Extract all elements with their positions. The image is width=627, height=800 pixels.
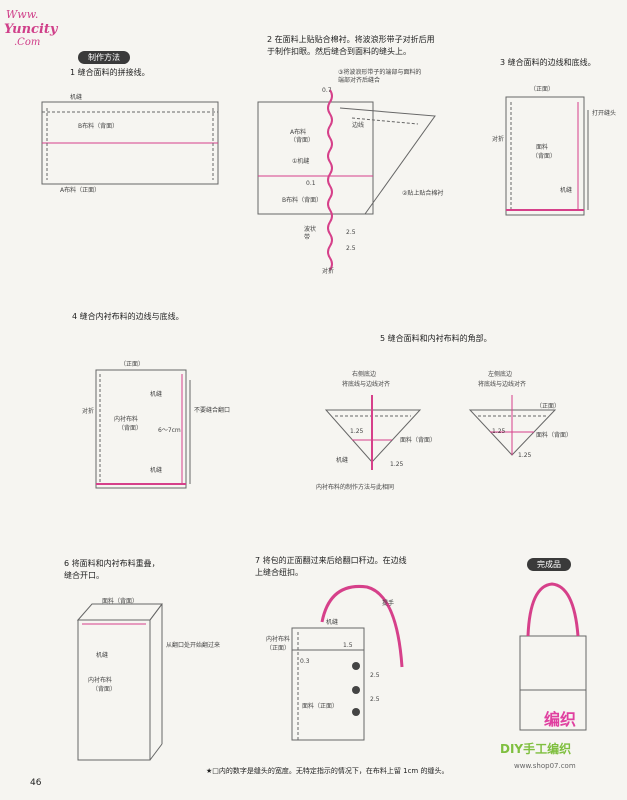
d7-jifeng: 机缝 bbox=[326, 619, 339, 626]
step-1-text: 1 缝合面料的拼接线。 bbox=[70, 68, 150, 77]
d2-07: 0.7 bbox=[322, 87, 332, 94]
logo-line-3: .Com bbox=[14, 37, 41, 48]
d7-25a: 2.5 bbox=[370, 672, 380, 679]
d2-dai: 带 bbox=[304, 234, 311, 241]
d5-zheng: （正面） bbox=[536, 403, 561, 410]
finished-handle bbox=[526, 582, 580, 637]
d4-duizhe: 对折 bbox=[82, 408, 95, 415]
d6-jifeng: 机缝 bbox=[96, 652, 109, 659]
d5-left-title: 左侧底边 bbox=[488, 371, 513, 378]
d2-panel bbox=[257, 101, 374, 215]
d3-jifeng: 机缝 bbox=[560, 187, 573, 194]
d2-a-side: （背面） bbox=[290, 137, 315, 144]
footer-note: ★□内的数字是缝头的宽度。无特定指示的情况下，在布料上留 1cm 的缝头。 bbox=[206, 767, 449, 775]
d5-right-sub: 将底线与边线对齐 bbox=[342, 381, 391, 388]
d1-label-a: A布料（正面） bbox=[60, 187, 101, 194]
d5-right-title: 右侧底边 bbox=[352, 371, 377, 378]
step-6-text-a: 6 将面料和内衬布料重叠， bbox=[64, 559, 160, 568]
d5-125-c: 1.25 bbox=[492, 428, 506, 435]
section-title: 制作方法 bbox=[78, 51, 130, 64]
logo-line-2: Yuncity bbox=[4, 22, 58, 37]
d4-zheng: （正面） bbox=[120, 361, 145, 368]
d5-left-sub: 将底线与边线对齐 bbox=[478, 381, 527, 388]
d3-mianliao: 面料 bbox=[536, 144, 549, 151]
d3-bei: （背面） bbox=[532, 153, 557, 160]
d3-bag bbox=[505, 96, 585, 216]
d2-bo: 波状 bbox=[304, 226, 317, 233]
d4-jifeng: 机缝 bbox=[150, 391, 163, 398]
d5-jifeng: 机缝 bbox=[336, 457, 349, 464]
d7-15: 1.5 bbox=[343, 642, 353, 649]
watermark-title: 编织 bbox=[544, 710, 577, 729]
watermark-sub: DIY手工编织 bbox=[500, 742, 572, 756]
d4-neichen: 内衬布料 bbox=[114, 416, 139, 423]
d4-bei: （背面） bbox=[118, 425, 143, 432]
site-logo: Www. Yuncity .Com bbox=[4, 8, 68, 48]
step-7-text-a: 7 将包的正面翻过来后给翻口秆边。在边线 bbox=[255, 556, 407, 565]
d2-wavy-tape bbox=[327, 89, 333, 271]
d7-button-1 bbox=[352, 662, 360, 670]
d7-03: 0.3 bbox=[300, 658, 310, 665]
page-number: 46 bbox=[30, 778, 42, 788]
d6-mianliao: 面料（背面） bbox=[102, 598, 139, 605]
step-7-text-b: 上缝合纽扣。 bbox=[255, 568, 303, 577]
finished-title: 完成品 bbox=[527, 558, 571, 571]
d1-label-b: B布料（背面） bbox=[78, 123, 119, 130]
d4-num: 6～7cm bbox=[158, 427, 181, 434]
d6-side: 从翻口处开始翻过来 bbox=[166, 642, 221, 649]
d6-neichen: 内衬布料 bbox=[88, 677, 113, 684]
step-4-text: 4 缝合内衬布料的边线与底线。 bbox=[72, 312, 184, 321]
logo-line-1: Www. bbox=[6, 8, 39, 21]
d7-neichen: 内衬布料 bbox=[266, 636, 291, 643]
d7-tishou: 提手 bbox=[382, 600, 395, 607]
d1-label-jifeng: 机缝 bbox=[70, 94, 83, 101]
d5-mianliao-2: 面料（背面） bbox=[536, 432, 573, 439]
d7-25b: 2.5 bbox=[370, 696, 380, 703]
d4-side: 不要缝合翻口 bbox=[194, 407, 231, 414]
d3-side: 打开缝头 bbox=[592, 110, 617, 117]
d2-jifeng: ①机缝 bbox=[292, 158, 310, 165]
d7-button-2 bbox=[352, 686, 360, 694]
d2-01: 0.1 bbox=[306, 180, 316, 187]
d7-bag bbox=[291, 627, 365, 741]
d6-bei: （背面） bbox=[92, 686, 117, 693]
d3-zheng: （正面） bbox=[530, 86, 555, 93]
d4-lining bbox=[95, 369, 187, 489]
d5-mianliao: 面料（背面） bbox=[400, 437, 437, 444]
watermark-url: www.shop07.com bbox=[514, 762, 576, 770]
finished-bag bbox=[519, 635, 587, 731]
step-2-text-b: 于制作扣眼。然后缝合到面料的缝头上。 bbox=[267, 47, 411, 56]
d4-jifeng-2: 机缝 bbox=[150, 467, 163, 474]
d2-25b: 2.5 bbox=[346, 245, 356, 252]
d5-125-d: 1.25 bbox=[518, 452, 532, 459]
step-2-text-a: 2 在面料上贴贴合棉衬。将波浪形带子对折后用 bbox=[267, 35, 435, 44]
step-6-text-b: 缝合开口。 bbox=[64, 571, 104, 580]
d7-button-3 bbox=[352, 708, 360, 716]
d7-mianliao: 面料（正面） bbox=[302, 703, 339, 710]
d5-125-b: 1.25 bbox=[390, 461, 404, 468]
d2-fold bbox=[339, 107, 436, 215]
d5-note: 内衬布料的制作方法与此相同 bbox=[316, 484, 395, 491]
d2-25a: 2.5 bbox=[346, 229, 356, 236]
d2-note-3: ②贴上贴合棉衬 bbox=[402, 190, 444, 197]
d2-note-2: 端部对齐后缝合 bbox=[338, 77, 381, 84]
d7-zheng: （正面） bbox=[266, 645, 291, 652]
d7-handle bbox=[320, 584, 404, 668]
d3-duizhe: 对折 bbox=[492, 136, 505, 143]
step-3-text: 3 缝合面料的边线和底线。 bbox=[500, 58, 596, 67]
d2-bianxian: 边线 bbox=[352, 122, 365, 129]
d2-duizhe: 对折 bbox=[322, 268, 335, 275]
d2-a: A布料 bbox=[290, 129, 307, 136]
d2-note-1: ③将波浪形带子的端部与面料的 bbox=[338, 69, 422, 76]
d2-b: B布料（背面） bbox=[282, 197, 323, 204]
watermark: 编织 DIY手工编织 www.shop07.com bbox=[476, 706, 626, 796]
d5-125-a: 1.25 bbox=[350, 428, 364, 435]
step-5-text: 5 缝合面料和内衬布料的角部。 bbox=[380, 334, 492, 343]
